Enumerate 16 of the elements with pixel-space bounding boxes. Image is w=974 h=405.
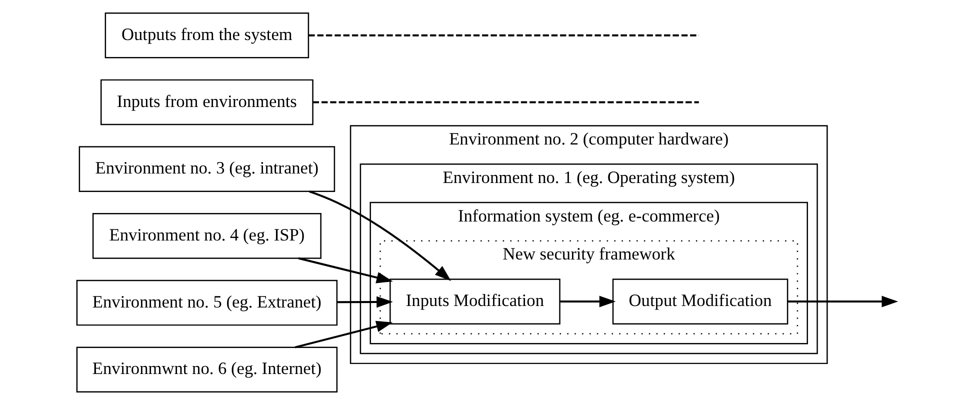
node-box: Inputs from environments — [100, 79, 314, 126]
arrow — [294, 320, 393, 348]
arrow — [560, 296, 616, 308]
node-box: Environment no. 5 (eg. Extranet) — [76, 280, 338, 326]
node-box: Inputs Modification — [390, 278, 560, 324]
arrow — [298, 257, 393, 284]
node-box: Output Modification — [612, 278, 788, 324]
node-box: Outputs from the system — [104, 12, 310, 58]
arrow — [788, 296, 898, 308]
arrow — [308, 190, 452, 281]
node-box: Environment no. 3 (eg. intranet) — [78, 146, 336, 192]
node-box: Environmwnt no. 6 (eg. Internet) — [76, 346, 338, 393]
connector — [308, 34, 699, 36]
connector — [312, 101, 699, 104]
node-box: Environment no. 4 (eg. ISP) — [92, 213, 322, 259]
arrow — [337, 296, 393, 308]
